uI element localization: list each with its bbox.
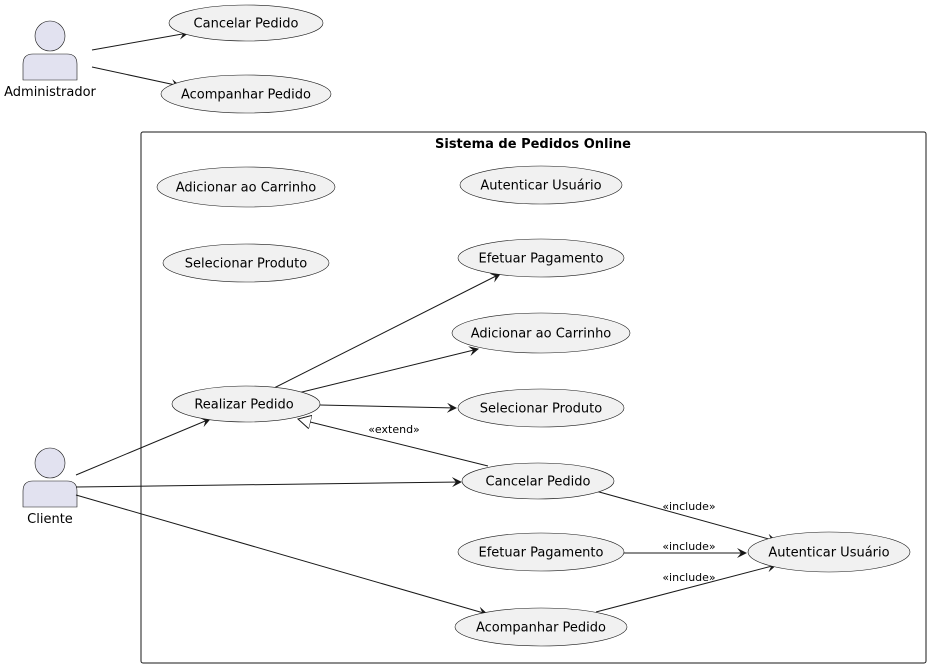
use-case-autenticar-top: Autenticar Usuário (459, 165, 623, 205)
use-case-label: Adicionar ao Carrinho (176, 181, 317, 196)
use-case-cancelar: Cancelar Pedido (461, 462, 615, 500)
use-case-admin-acompanhar: Acompanhar Pedido (160, 74, 332, 114)
actor-label: Cliente (27, 512, 73, 527)
use-case-label: Efetuar Pagamento (479, 546, 604, 561)
use-case-label: Cancelar Pedido (486, 475, 591, 490)
use-case-efetuar-1: Efetuar Pagamento (457, 238, 625, 278)
actor-head-icon (34, 447, 66, 479)
actor-administrador: Administrador (4, 20, 97, 100)
edge-cliente-acompanhar (75, 494, 488, 617)
edge-realizar-selecionar (319, 402, 457, 413)
use-case-label: Efetuar Pagamento (479, 252, 604, 267)
actor-label: Administrador (4, 85, 96, 100)
use-case-adicionar-top: Adicionar ao Carrinho (156, 166, 336, 208)
edge-include-acompanhar (595, 562, 777, 613)
include-label: «include» (662, 500, 715, 513)
extend-label: «extend» (368, 423, 420, 436)
use-case-realizar: Realizar Pedido (171, 385, 321, 423)
use-case-label: Selecionar Produto (480, 402, 602, 417)
stereotype-labels: «extend» «include» «include» «include» (368, 423, 715, 584)
actor-head-icon (34, 20, 66, 52)
edge-include-cancelar (591, 489, 777, 544)
use-case-acompanhar: Acompanhar Pedido (454, 607, 628, 647)
edge-realizar-adicionar (297, 346, 479, 394)
actor-cliente: Cliente (22, 447, 78, 527)
use-case-adicionar-2: Adicionar ao Carrinho (451, 312, 631, 354)
include-label: «include» (662, 540, 715, 553)
edge-cliente-realizar (75, 417, 211, 476)
use-case-admin-cancelar: Cancelar Pedido (168, 4, 324, 42)
edge-cliente-cancelar (75, 477, 462, 488)
edge-admin-acompanhar (91, 66, 181, 89)
use-case-label: Adicionar ao Carrinho (471, 327, 612, 342)
use-case-label: Acompanhar Pedido (181, 88, 311, 103)
use-case-label: Selecionar Produto (185, 257, 307, 272)
use-case-label: Autenticar Usuário (480, 179, 601, 194)
use-case-autenticar-2: Autenticar Usuário (747, 531, 911, 573)
include-label: «include» (662, 571, 715, 584)
system-title: Sistema de Pedidos Online (435, 137, 631, 152)
actor-body-icon (22, 480, 78, 508)
edge-extend (298, 419, 489, 467)
edge-admin-cancelar (91, 29, 189, 51)
use-case-selecionar-top: Selecionar Produto (162, 243, 330, 283)
use-case-efetuar-2: Efetuar Pagamento (457, 532, 625, 572)
edges (75, 29, 777, 617)
use-case-label: Acompanhar Pedido (476, 621, 606, 636)
edge-realizar-efetuar (273, 273, 501, 389)
use-case-label: Autenticar Usuário (768, 546, 889, 561)
actor-body-icon (22, 53, 78, 81)
use-case-selecionar-2: Selecionar Produto (457, 388, 625, 428)
use-case-label: Cancelar Pedido (194, 17, 299, 32)
use-case-label: Realizar Pedido (194, 398, 293, 413)
